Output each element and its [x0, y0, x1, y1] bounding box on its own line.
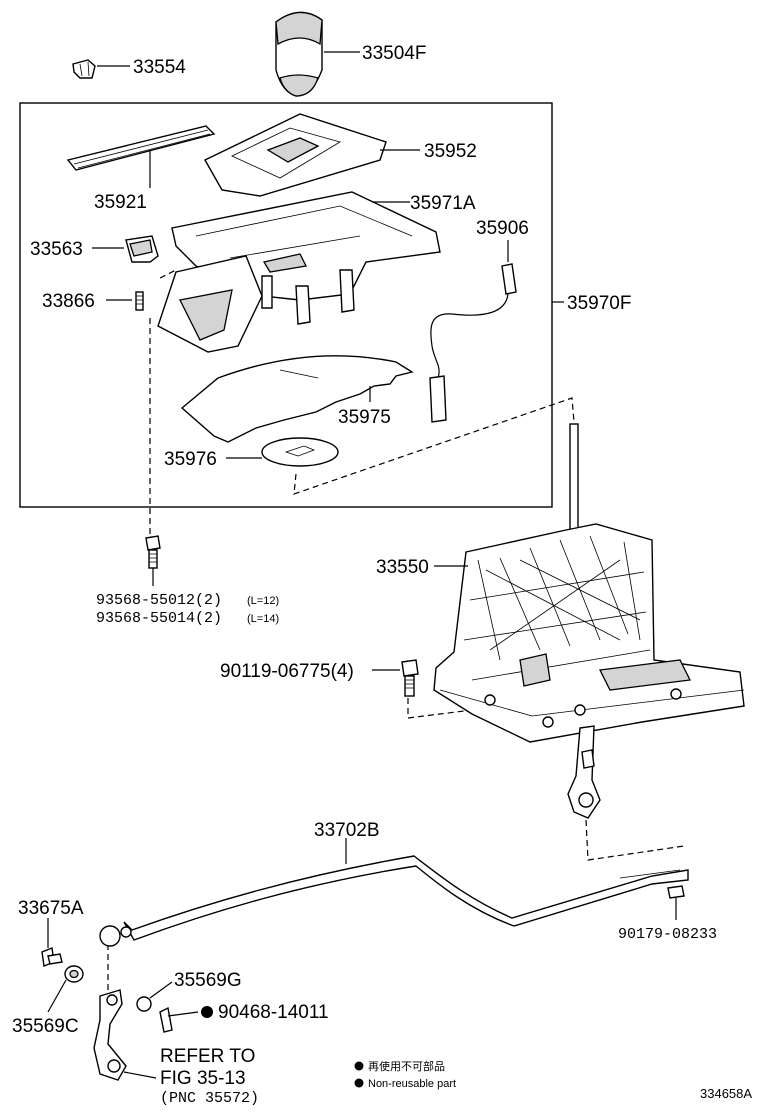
- label-35906: 35906: [476, 218, 529, 239]
- label-35976: 35976: [164, 449, 217, 470]
- label-35970F: 35970F: [567, 293, 631, 314]
- part-35976-plate: [226, 437, 339, 467]
- dashed-leader-panel-edge: [159, 269, 177, 279]
- part-90468-clip: [159, 1006, 213, 1033]
- part-33554-clip: [72, 59, 130, 79]
- label-33554: 33554: [133, 57, 186, 78]
- part-35921-strip: [66, 125, 216, 188]
- label-93568-55012-length: (L=12): [247, 595, 279, 607]
- dashed-leader-bolt: [407, 698, 489, 719]
- label-35921: 35921: [94, 192, 147, 213]
- part-lever-arm: [567, 725, 601, 819]
- label-33866: 33866: [42, 291, 95, 312]
- part-35952-indicator-panel: [204, 113, 420, 197]
- part-rear-panel: [157, 255, 263, 353]
- label-33550: 33550: [376, 557, 429, 578]
- label-90119-06775: 90119-06775(4): [220, 661, 354, 682]
- part-33675A-bolt: [41, 918, 63, 967]
- refer-to-line1: REFER TO: [160, 1046, 255, 1067]
- part-93568-screw: [145, 535, 161, 586]
- part-90179-clip: [667, 885, 685, 920]
- label-33563: 33563: [30, 239, 83, 260]
- label-35569C: 35569C: [12, 1016, 79, 1037]
- part-35906-cable: [429, 240, 517, 423]
- legend-text-jp: 再使用不可部品: [368, 1059, 445, 1073]
- label-93568-55014-length: (L=14): [247, 613, 279, 625]
- legend-marker-jp: [354, 1061, 364, 1071]
- part-33550-shift-housing: [433, 423, 745, 743]
- label-35975: 35975: [338, 407, 391, 428]
- part-33563-holder: [92, 235, 159, 263]
- legend-marker-en: [354, 1078, 364, 1088]
- label-90468-14011: 90468-14011: [218, 1002, 329, 1023]
- assembly-box-35970F: [19, 102, 553, 508]
- refer-to-line3: (PNC 35572): [160, 1090, 259, 1107]
- label-90179-08233: 90179-08233: [618, 926, 717, 943]
- dashed-leader-box-lower: [293, 397, 575, 495]
- label-35971A: 35971A: [410, 193, 476, 214]
- part-90119-bolt: [372, 659, 419, 697]
- refer-to-line2: FIG 35-13: [160, 1068, 246, 1089]
- label-35952: 35952: [424, 141, 477, 162]
- label-35569G: 35569G: [174, 970, 242, 991]
- part-35975-cover-sheet: [180, 355, 414, 443]
- label-33675A: 33675A: [18, 898, 84, 919]
- label-33504F: 33504F: [362, 43, 426, 64]
- label-33702B: 33702B: [314, 820, 380, 841]
- part-33866-spring: [106, 291, 144, 311]
- part-33702B-shift-rod: [99, 838, 689, 947]
- label-93568-55014: 93568-55014(2): [96, 610, 222, 627]
- figure-id: 334658A: [700, 1086, 752, 1101]
- part-33504F-shift-knob: [275, 11, 360, 97]
- label-93568-55012: 93568-55012(2): [96, 592, 222, 609]
- part-lower-lever-link: [93, 989, 157, 1081]
- non-reusable-marker-90468: [201, 1006, 213, 1018]
- part-35569C-bushing: [47, 965, 84, 1013]
- dashed-leader-lever: [585, 819, 685, 861]
- part-35569G-bushing: [136, 981, 173, 1012]
- legend-text-en: Non-reusable part: [368, 1078, 456, 1090]
